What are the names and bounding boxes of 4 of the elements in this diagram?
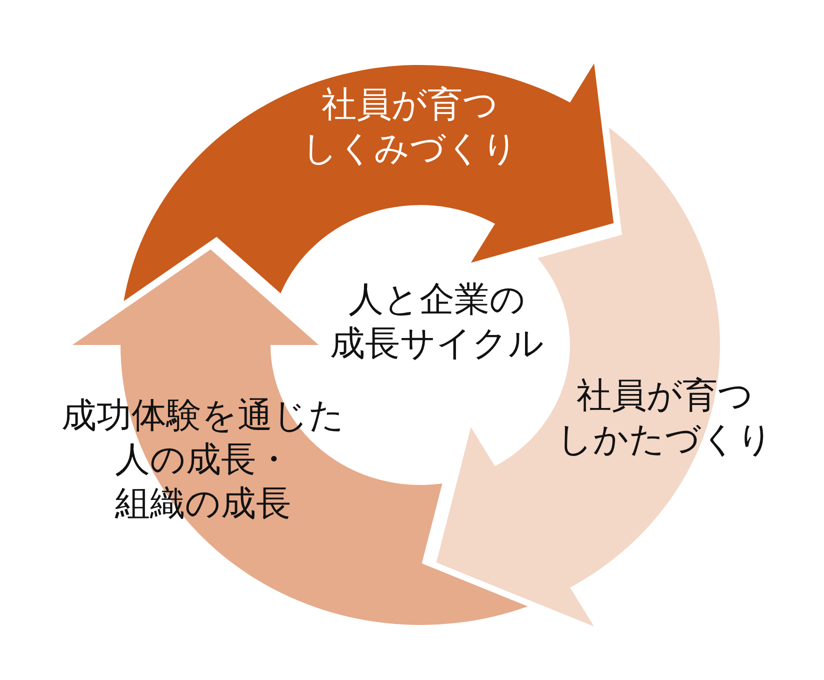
segment-label: 成功体験を通じた人の成長・組織の成長 [62,395,344,526]
segment-label: 社員が育つしくみづくり [302,84,518,171]
segment-label: 社員が育つしかたづくり [557,375,773,462]
center-label: 人と企業の成長サイクル [330,279,544,366]
